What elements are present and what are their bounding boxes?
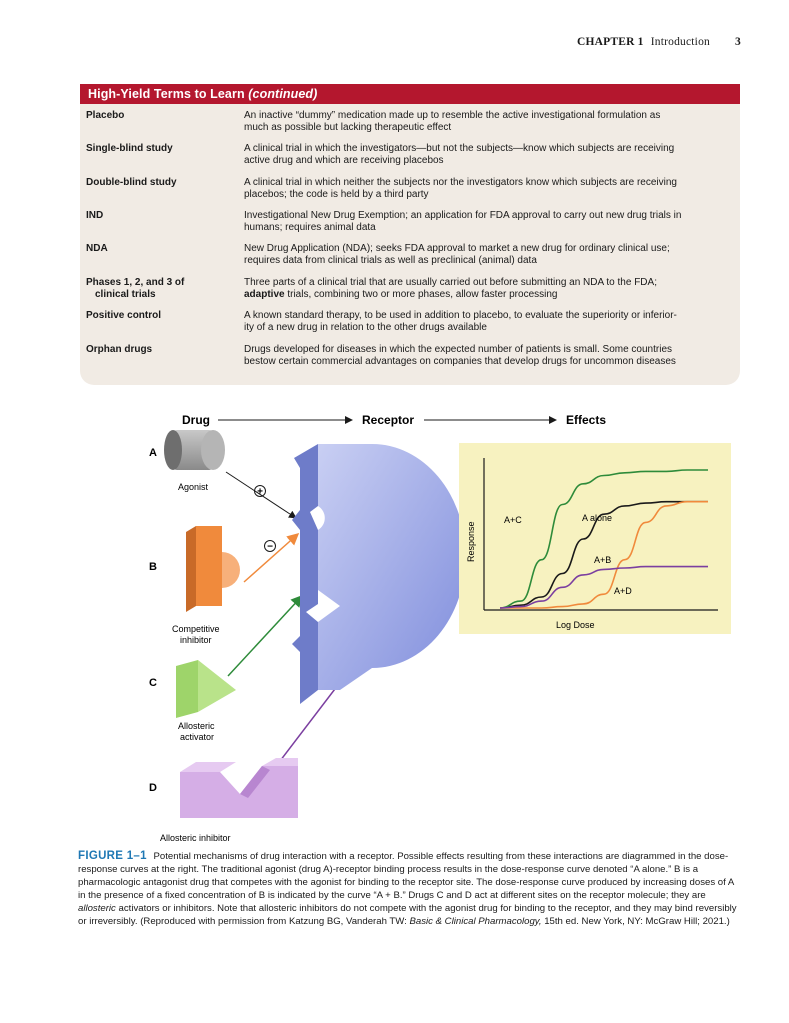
term-definition: A clinical trial in which neither the su… <box>244 177 677 201</box>
page-number: 3 <box>735 36 741 48</box>
term-row: IND Investigational New Drug Exemption; … <box>86 210 736 234</box>
competitive-arrow <box>243 533 300 583</box>
label-agonist: Agonist <box>178 482 209 492</box>
term-definition: A known standard therapy, to be used in … <box>244 310 677 334</box>
chapter-title: Introduction <box>650 36 710 48</box>
figure-label: FIGURE 1–1 <box>78 850 147 862</box>
competitive-inhibitor-shape <box>186 526 240 612</box>
term-definition: An inactive “dummy” medication made up t… <box>244 110 661 134</box>
figure-caption: FIGURE 1–1 Potential mechanisms of drug … <box>78 850 737 927</box>
high-yield-header: High-Yield Terms to Learn (continued) <box>80 84 740 104</box>
term-name: Single-blind study <box>86 143 173 154</box>
letter-d: D <box>149 782 157 794</box>
minus-sign-icon: − <box>264 540 276 553</box>
series-line-a-d <box>499 565 708 609</box>
letter-c: C <box>149 677 157 689</box>
term-name: Orphan drugs <box>86 344 153 355</box>
term-row: Positive control A known standard therap… <box>86 310 736 334</box>
term-name: IND <box>86 210 104 221</box>
receptor-shape <box>292 444 466 704</box>
chart-ylabel: Response <box>466 521 476 562</box>
header-effects: Effects <box>566 413 606 427</box>
header-drug: Drug <box>182 413 210 427</box>
high-yield-terms-box <box>80 84 740 385</box>
header-receptor: Receptor <box>362 413 414 427</box>
series-label-a-alone: A alone <box>582 513 612 523</box>
term-name: Double-blind study <box>86 177 177 188</box>
letter-a: A <box>149 447 157 459</box>
chart-xlabel: Log Dose <box>556 620 595 630</box>
term-name: NDA <box>86 243 108 254</box>
high-yield-header-suffix: (continued) <box>248 87 318 101</box>
svg-text:+: + <box>257 487 263 498</box>
series-label-a-plus-b: A+B <box>594 555 611 565</box>
allosteric-activator-shape <box>176 660 236 718</box>
plus-sign-icon: + <box>254 485 266 498</box>
term-name: Positive control <box>86 310 162 321</box>
chapter-label: CHAPTER 1 <box>576 36 644 48</box>
label-competitive-1: Competitive <box>172 624 220 634</box>
label-allosteric-activator-1: Allosteric <box>178 721 215 731</box>
term-row: Double-blind study A clinical trial in w… <box>86 177 736 201</box>
term-definition: A clinical trial in which the investigat… <box>244 143 675 167</box>
chart-series-group <box>499 469 708 609</box>
label-allosteric-activator-2: activator <box>180 732 214 742</box>
term-row: Orphan drugs Drugs developed for disease… <box>86 344 736 368</box>
series-line-a-c <box>499 469 708 609</box>
series-label-a-plus-d: A+D <box>614 586 632 596</box>
term-row: Single-blind study A clinical trial in w… <box>86 143 736 167</box>
term-definition: Investigational New Drug Exemption; an a… <box>244 210 682 234</box>
activator-arrow <box>227 594 304 677</box>
agonist-drug-shape <box>164 430 225 470</box>
high-yield-header-text: High-Yield Terms to Learn <box>88 87 245 101</box>
label-allosteric-inhibitor: Allosteric inhibitor <box>160 833 231 843</box>
term-definition: New Drug Application (NDA); seeks FDA ap… <box>244 243 670 267</box>
term-definition: Drugs developed for diseases in which th… <box>244 344 676 368</box>
agonist-arrow <box>225 471 297 519</box>
running-head: CHAPTER 1 Introduction 3 <box>577 36 741 48</box>
chart-panel <box>459 443 731 634</box>
series-line-a-alone <box>499 500 708 609</box>
term-definition: Three parts of a clinical trial that are… <box>244 277 657 301</box>
label-competitive-2: inhibitor <box>180 635 212 645</box>
svg-text:−: − <box>267 542 273 553</box>
series-label-a-plus-c: A+C <box>504 515 522 525</box>
allosteric-inhibitor-shape <box>180 758 298 818</box>
letter-b: B <box>149 561 157 573</box>
term-name: Placebo <box>86 110 125 121</box>
series-line-a-b <box>499 500 708 609</box>
term-row: Placebo An inactive “dummy” medication m… <box>86 110 736 134</box>
term-row: NDA New Drug Application (NDA); seeks FD… <box>86 243 736 267</box>
figure-1-1: Drug Receptor Effects A B C D Agonist + … <box>149 413 731 843</box>
